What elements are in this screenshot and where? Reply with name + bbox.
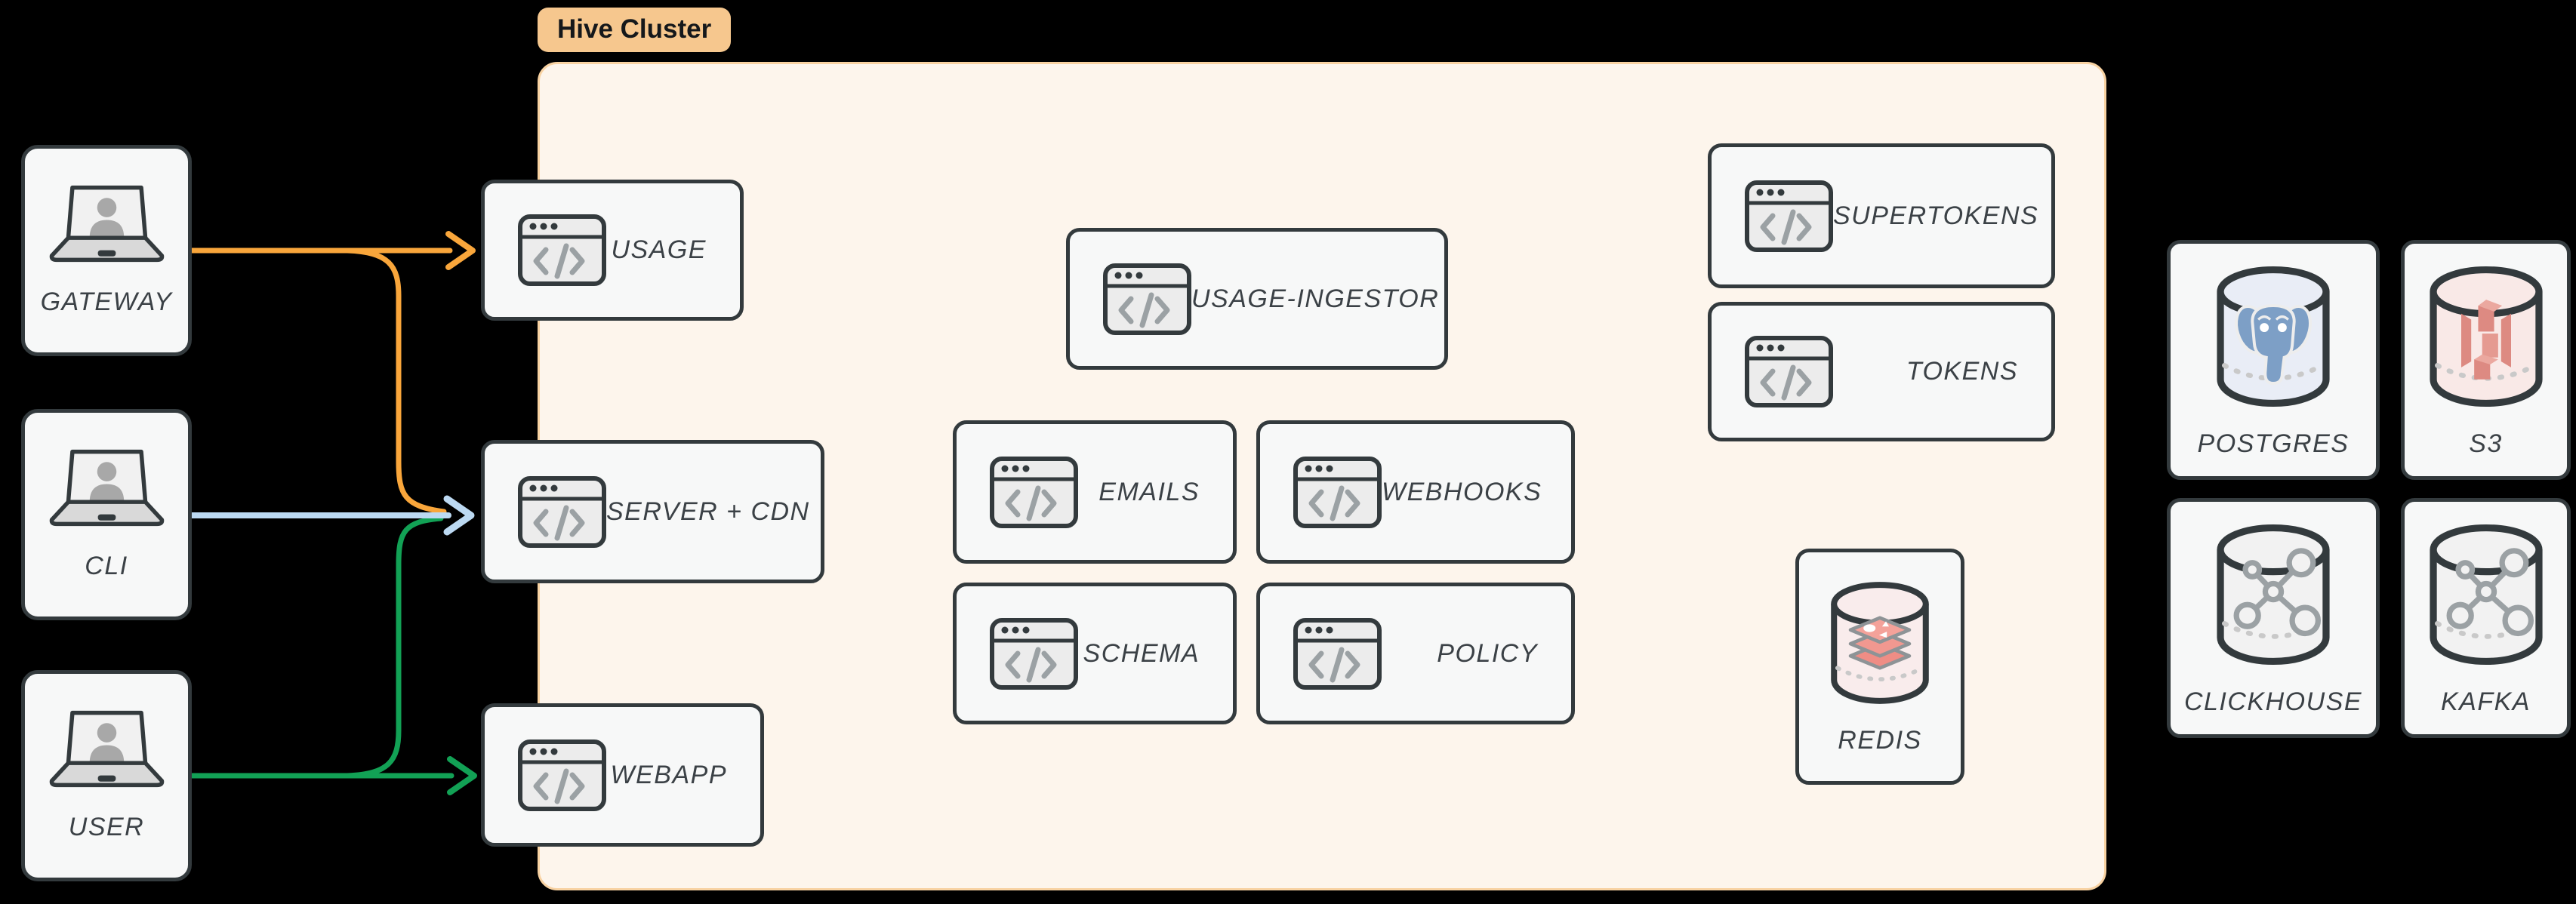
node-user-label: USER	[68, 813, 145, 841]
node-user: USER	[21, 670, 192, 881]
node-webhooks-label: WEBHOOKS	[1382, 477, 1542, 506]
node-usage: USAGE	[481, 180, 744, 321]
node-gateway-label: GATEWAY	[40, 287, 173, 316]
code-window-icon	[518, 475, 606, 548]
node-s3: S3	[2401, 240, 2571, 480]
node-s3-label: S3	[2469, 429, 2503, 458]
redis-database-icon	[1823, 578, 1937, 708]
node-webapp: WEBAPP	[481, 703, 764, 847]
code-window-icon	[518, 214, 606, 286]
code-window-icon	[990, 456, 1078, 528]
code-window-icon	[518, 739, 606, 811]
code-window-icon	[1293, 617, 1382, 690]
node-clickhouse: CLICKHOUSE	[2167, 498, 2380, 738]
node-cli-label: CLI	[85, 552, 128, 580]
node-usage-ingestor: USAGE-INGESTOR	[1066, 228, 1448, 370]
node-tokens-label: TOKENS	[1906, 357, 2018, 386]
kafka-database-icon	[2421, 520, 2551, 669]
node-schema-label: SCHEMA	[1083, 638, 1200, 668]
laptop-user-icon	[48, 448, 165, 527]
node-server-cdn-label: SERVER + CDN	[606, 497, 810, 526]
node-kafka: KAFKA	[2401, 498, 2571, 738]
node-webhooks: WEBHOOKS	[1256, 420, 1575, 564]
code-window-icon	[1293, 456, 1382, 528]
node-cli: CLI	[21, 409, 192, 620]
code-window-icon	[990, 617, 1078, 690]
laptop-user-icon	[48, 184, 165, 263]
node-postgres-label: POSTGRES	[2197, 429, 2350, 458]
edge-gateway-usage-arrowhead	[445, 231, 476, 270]
postgres-database-icon	[2208, 262, 2338, 411]
node-policy-label: POLICY	[1437, 638, 1538, 668]
node-usage-ingestor-label: USAGE-INGESTOR	[1191, 284, 1440, 313]
hive-cluster-label: Hive Cluster	[538, 8, 732, 52]
node-kafka-label: KAFKA	[2441, 687, 2531, 716]
laptop-user-icon	[48, 709, 165, 789]
edge-gateway-server-cdn	[344, 248, 447, 515]
node-redis-label: REDIS	[1838, 726, 1922, 755]
node-webapp-label: WEBAPP	[610, 760, 727, 789]
node-emails: EMAILS	[953, 420, 1237, 564]
edge-user-server-cdn	[344, 515, 444, 779]
edge-user-webapp-arrowhead	[447, 756, 477, 795]
node-gateway: GATEWAY	[21, 145, 192, 356]
node-clickhouse-label: CLICKHOUSE	[2183, 687, 2363, 716]
node-tokens: TOKENS	[1708, 302, 2055, 441]
node-supertokens: SUPERTOKENS	[1708, 143, 2055, 288]
node-usage-label: USAGE	[611, 235, 707, 264]
node-schema: SCHEMA	[953, 583, 1237, 724]
code-window-icon	[1745, 180, 1833, 252]
edge-cli-server-cdn-arrowhead	[443, 495, 475, 536]
node-policy: POLICY	[1256, 583, 1575, 724]
clickhouse-database-icon	[2208, 520, 2338, 669]
s3-database-icon	[2421, 262, 2551, 411]
node-supertokens-label: SUPERTOKENS	[1833, 201, 2039, 230]
node-redis: REDIS	[1795, 549, 1964, 785]
node-postgres: POSTGRES	[2167, 240, 2380, 480]
node-emails-label: EMAILS	[1098, 477, 1200, 506]
code-window-icon	[1745, 336, 1833, 407]
code-window-icon	[1103, 263, 1191, 335]
node-server-cdn: SERVER + CDN	[481, 440, 824, 583]
